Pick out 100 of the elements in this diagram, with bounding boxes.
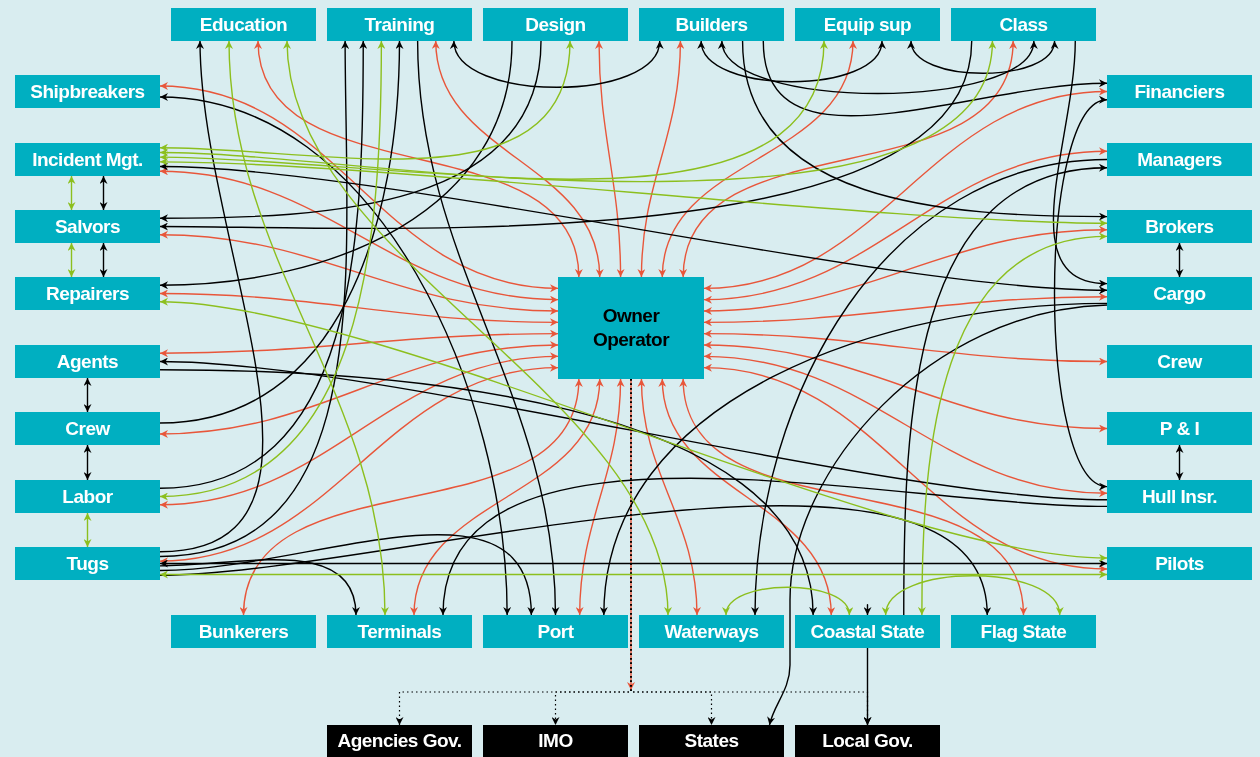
- arrow: [159, 40, 404, 424]
- arrow: [159, 82, 559, 292]
- stakeholder-box: [483, 8, 628, 41]
- stakeholder-box: [1107, 345, 1252, 378]
- node-label: IMO: [538, 729, 573, 753]
- arrow: [917, 233, 1108, 616]
- node-label: States: [684, 729, 739, 753]
- authority-box: [639, 725, 784, 757]
- node-label: P & I: [1159, 416, 1200, 441]
- arrow: [703, 329, 1108, 366]
- arrow: [159, 369, 816, 616]
- stakeholder-box: [1107, 143, 1252, 176]
- arrow: [637, 40, 685, 278]
- stakeholder-box: [951, 615, 1096, 648]
- stakeholder-box: [15, 277, 160, 310]
- arrow: [1052, 40, 1108, 287]
- arrow: [1175, 242, 1184, 278]
- arrow: [741, 40, 1108, 221]
- arrow: [159, 40, 350, 558]
- stakeholder-box: [15, 480, 160, 513]
- node-label: Tugs: [66, 551, 109, 576]
- arrow: [159, 231, 559, 315]
- arrow: [416, 40, 560, 616]
- stakeholder-box: [15, 210, 160, 243]
- node-label: Crew: [1157, 349, 1202, 374]
- arrow: [67, 175, 76, 211]
- authority-box: [483, 725, 628, 757]
- stakeholder-box: [1107, 412, 1252, 445]
- stakeholder-box: [171, 8, 316, 41]
- stakeholder-box: [1107, 480, 1252, 513]
- arrow: [159, 329, 559, 358]
- stakeholder-box: [15, 345, 160, 378]
- arrow: [699, 40, 884, 83]
- stakeholder-box: [171, 615, 316, 648]
- node-label: Incident Mgt.: [32, 147, 143, 172]
- arrow: [159, 364, 559, 565]
- arrow: [751, 158, 1108, 616]
- stakeholder-box: [1107, 547, 1252, 580]
- node-label: Class: [999, 12, 1048, 37]
- arrow: [83, 444, 92, 481]
- node-label: Education: [199, 12, 288, 37]
- node-label: Port: [537, 619, 574, 644]
- arrow: [703, 352, 1108, 497]
- node-label: Salvors: [54, 214, 121, 239]
- node-label: Waterways: [664, 619, 759, 644]
- arrow: [724, 586, 851, 616]
- center-box: [558, 277, 704, 379]
- node-label: Coastal State: [810, 619, 925, 644]
- arrow: [159, 40, 542, 223]
- stakeholder-box: [639, 615, 784, 648]
- arrow: [99, 175, 108, 211]
- arrow: [721, 40, 1035, 95]
- arrow: [159, 570, 1108, 579]
- arrow: [159, 505, 990, 616]
- arrow: [703, 292, 1108, 327]
- arrow: [600, 302, 1108, 616]
- arrow: [627, 378, 635, 691]
- node-label: Financiers: [1134, 79, 1225, 104]
- arrow: [159, 158, 1108, 228]
- arrow: [159, 162, 1108, 294]
- node-label: Brokers: [1145, 214, 1214, 239]
- node-label: Managers: [1137, 147, 1222, 172]
- arrow: [909, 40, 1057, 74]
- authority-box: [327, 725, 472, 757]
- arrow: [241, 378, 582, 616]
- stakeholder-box: [795, 615, 940, 648]
- node-label: Cargo: [1153, 281, 1206, 306]
- arrow: [159, 167, 559, 304]
- arrow: [659, 378, 835, 616]
- arrow: [595, 40, 625, 278]
- arrow: [159, 40, 995, 183]
- arrow: [903, 164, 1108, 616]
- arrow: [67, 242, 76, 278]
- node-label: Terminals: [357, 619, 442, 644]
- arrow: [159, 40, 573, 160]
- arrow: [767, 304, 1108, 726]
- node-label: Pilots: [1155, 551, 1204, 576]
- arrow: [159, 40, 827, 180]
- arrow: [159, 40, 513, 289]
- arrow: [703, 364, 1108, 573]
- stakeholder-box: [15, 75, 160, 108]
- arrow: [452, 40, 662, 88]
- stakeholder-box: [327, 615, 472, 648]
- arrow: [411, 378, 603, 616]
- arrow: [159, 341, 559, 438]
- arrow: [703, 88, 1108, 292]
- arrow: [575, 378, 625, 616]
- arrow: [703, 226, 1108, 315]
- arrow: [159, 357, 1108, 501]
- node-label: Crew: [65, 416, 110, 441]
- arrow: [680, 40, 1016, 278]
- stakeholder-box: [327, 8, 472, 41]
- arrow: [159, 93, 511, 616]
- stakeholder-box: [15, 412, 160, 445]
- arrow: [255, 40, 582, 278]
- stakeholder-box: [483, 615, 628, 648]
- node-label: Hull Insr.: [1141, 484, 1218, 509]
- node-label: Local Gov.: [822, 729, 913, 753]
- node-label: Shipbreakers: [30, 79, 145, 104]
- node-label: Equip sup: [823, 12, 912, 37]
